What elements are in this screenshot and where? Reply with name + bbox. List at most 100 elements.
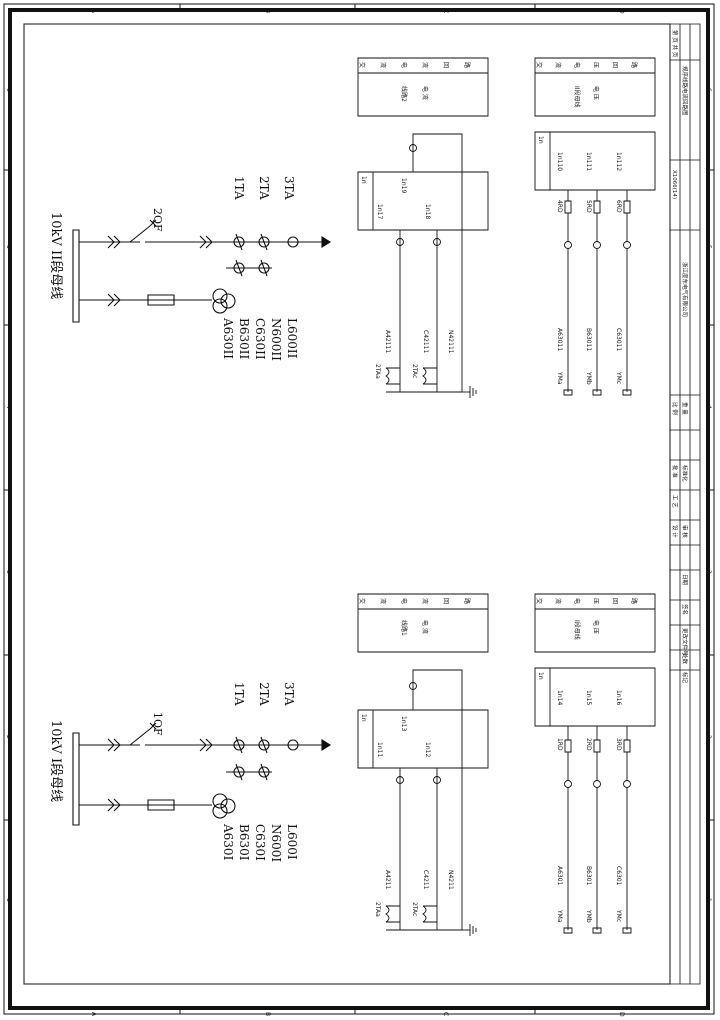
- zone-left-6: 6: [5, 88, 12, 92]
- zone-bottom-d: D: [618, 1012, 625, 1017]
- bus-I-label: 10kV I段母线: [48, 720, 63, 802]
- pv2-t1: 流: [554, 62, 562, 68]
- pt-wire-n-ii: N600II: [269, 318, 283, 361]
- ct-label-1ta-ii: 1TA: [232, 176, 246, 200]
- rev-sign: 签名: [681, 604, 689, 615]
- pv2-t3: 压: [592, 62, 599, 68]
- pv2-term-2: 1n111: [585, 152, 592, 171]
- panel-line1-current: [358, 594, 488, 936]
- pv1-wire-1: A6301: [556, 866, 563, 886]
- pv1-t4: 回: [611, 598, 618, 604]
- pv2-ym-2: YMb: [585, 371, 592, 385]
- p2-wire-a: A42111: [384, 330, 391, 353]
- p2-t0: 交: [358, 62, 366, 68]
- zone-bottom-c: C: [442, 1012, 449, 1016]
- ct-label-3ta-i: 3TA: [282, 682, 296, 706]
- zone-bottom-b: B: [264, 1012, 271, 1016]
- p2-term-c: 1n18: [424, 204, 431, 219]
- one-line-bus-I: [73, 723, 330, 825]
- pv2-t2: 电: [573, 62, 581, 68]
- p1-wire-a: A4211: [384, 870, 391, 890]
- pv1-ym-1: YMa: [556, 909, 563, 923]
- ct-label-1ta-i: 1TA: [232, 682, 246, 706]
- pv2-ym-1: YMa: [556, 371, 563, 385]
- pv1-fuse-3: 3RD: [615, 738, 622, 751]
- panel-line2-current: [358, 58, 488, 398]
- p1-t4: 回: [442, 598, 449, 604]
- p2-sub: 电 流: [421, 86, 429, 100]
- pv1-t2: 电: [573, 598, 581, 604]
- p2-t2: 电: [400, 62, 408, 68]
- pt-wire-b-ii: B630II: [237, 318, 251, 359]
- pv2-term-1: 1n110: [556, 152, 563, 171]
- p1-ct-c: 2TAc: [411, 902, 418, 916]
- breaker-1qf: 1QF: [151, 712, 164, 736]
- p2-term-top: 1n19: [400, 178, 407, 193]
- pv2-wire-1: A63011: [556, 328, 563, 351]
- drawing-title: 规序线路电流回路图: [681, 66, 689, 116]
- pv1-ym-2: YMb: [585, 909, 592, 923]
- rev-count: 处数: [681, 653, 689, 665]
- panel-volt-II: [535, 58, 655, 395]
- company-name: 浙江度东电气有限公司: [681, 262, 689, 317]
- p1-t5: 路: [463, 598, 471, 604]
- pv1-t1: 流: [554, 598, 562, 604]
- p2-t3: 流: [421, 62, 429, 68]
- pv2-ym-3: YMc: [615, 371, 622, 384]
- pv1-device: 1n: [537, 672, 544, 680]
- panel-volt-I: [535, 594, 655, 933]
- rev-date: 日期: [681, 574, 688, 586]
- p1-wire-n: N4211: [447, 870, 454, 890]
- ct-label-2ta-i: 2TA: [257, 682, 271, 706]
- panel-line2-text: 交 流 电 流 回 路 线路2 电 流 1n 1n19 1n17 1n18 2T…: [358, 62, 471, 379]
- pv1-term-3: 1n16: [615, 690, 622, 705]
- title-block: [670, 24, 700, 984]
- weight-label: 重 量: [681, 402, 689, 415]
- pv1-term-1: 1n14: [556, 690, 563, 705]
- pv1-name: I段母线: [573, 620, 581, 640]
- role-process: 工 艺: [671, 495, 678, 508]
- ct-label-3ta-ii: 3TA: [282, 176, 296, 200]
- panel-line1-text: 交 流 电 流 回 路 线路1 电 流 1n 1n13 1n11 1n12 2T…: [358, 598, 471, 917]
- zone-left-1: 1: [5, 898, 12, 902]
- breaker-2qf: 2QF: [151, 208, 164, 232]
- panel-volt-I-text: 交 流 电 压 回 路 I段母线 电 压 1n 1n14 1n15 1n16 1…: [535, 598, 638, 923]
- pt-wire-a-i: A630I: [221, 823, 235, 861]
- p1-sub: 电 流: [421, 620, 429, 634]
- p1-t0: 交: [358, 598, 366, 604]
- pv1-wire-3: C6301: [615, 866, 622, 886]
- pt-wire-c-ii: C630II: [253, 318, 267, 360]
- role-approve: 批 准: [671, 465, 679, 478]
- p2-term-a: 1n17: [376, 204, 383, 219]
- p1-wire-c: C4211: [422, 870, 429, 890]
- sheet-label: 第 页 共 页: [671, 30, 679, 58]
- p2-wire-c: C42111: [422, 330, 429, 353]
- p1-t2: 电: [400, 598, 408, 604]
- p1-device: 1n: [360, 714, 367, 722]
- role-standard: 标准化: [681, 465, 689, 482]
- zone-top-b: B: [264, 9, 271, 13]
- p2-ct-c: 2TAc: [411, 364, 418, 378]
- pv1-fuse-2: 2RD: [585, 738, 592, 751]
- p1-t3: 流: [421, 598, 429, 604]
- pv2-term-3: 1n112: [615, 152, 622, 171]
- pv1-fuse-1: 1RD: [556, 738, 563, 751]
- pt-wire-l-ii: L600II: [285, 318, 299, 359]
- pt-wire-c-i: C630I: [253, 824, 267, 861]
- pv1-wire-2: B6301: [585, 866, 592, 886]
- pv1-t5: 路: [630, 598, 638, 604]
- p1-t1: 流: [379, 598, 387, 604]
- drawing-frame: [4, 4, 714, 1014]
- zone-left-3: 3: [5, 570, 12, 574]
- zone-left-4: 4: [5, 405, 12, 409]
- drawing-number: X1066(14): [671, 170, 677, 199]
- rev-file: 更改文件号: [681, 628, 689, 656]
- pt-wire-b-i: B630I: [237, 824, 251, 861]
- pv2-wire-3: C63011: [615, 328, 622, 351]
- pv1-sub: 电 压: [592, 620, 600, 634]
- zone-side-5: 5: [705, 245, 712, 249]
- zone-top-d: D: [618, 9, 625, 14]
- p1-term-top: 1n13: [400, 716, 407, 731]
- pv2-fuse-2: 5RD: [585, 200, 592, 213]
